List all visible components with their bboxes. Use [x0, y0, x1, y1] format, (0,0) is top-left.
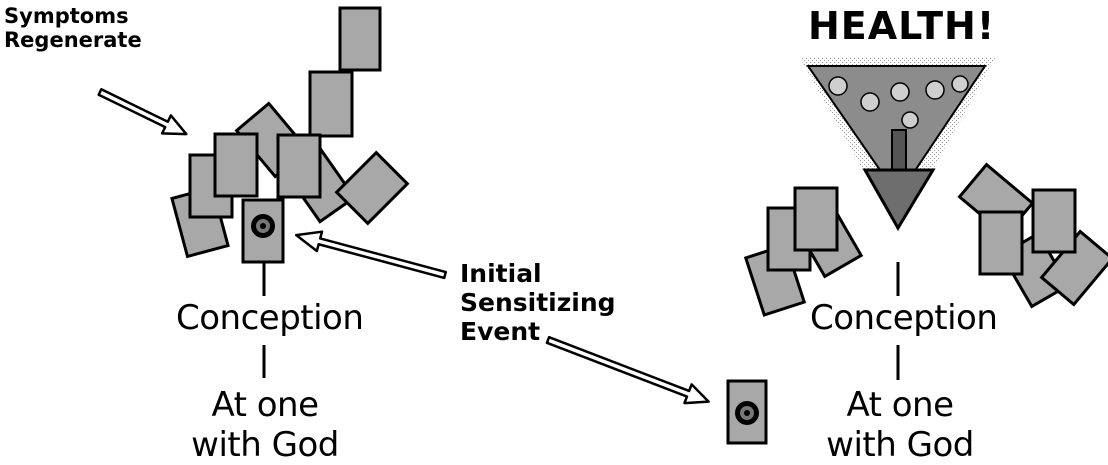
right-at-one-with-god-label: At one with God: [826, 385, 974, 465]
right-conception-label: Conception: [810, 298, 998, 338]
block: [978, 210, 1024, 276]
block: [793, 186, 839, 252]
left-event-seed: [251, 214, 275, 238]
initial-sensitizing-event-label: Initial Sensitizing Event: [460, 259, 616, 346]
block: [1039, 229, 1108, 307]
health-label: HEALTH!: [808, 4, 996, 48]
arrow-event-to-seed: [294, 230, 448, 280]
block: [338, 6, 382, 72]
left-at-one-with-god-label: At one with God: [191, 385, 339, 465]
left-block-cluster: [170, 6, 410, 264]
block: [334, 150, 410, 226]
right-block-cluster: [743, 162, 1108, 317]
block: [213, 132, 259, 198]
block: [276, 133, 322, 199]
block: [1031, 188, 1077, 254]
tree-of-health: [800, 58, 995, 232]
arrow-symptoms: [97, 88, 188, 136]
symptoms-regenerate-label: Symptoms Regenerate: [4, 4, 142, 52]
block: [308, 70, 354, 138]
arrow-event-to-block: [545, 335, 710, 405]
isolated-event-block: [726, 379, 768, 445]
left-conception-label: Conception: [176, 298, 364, 338]
